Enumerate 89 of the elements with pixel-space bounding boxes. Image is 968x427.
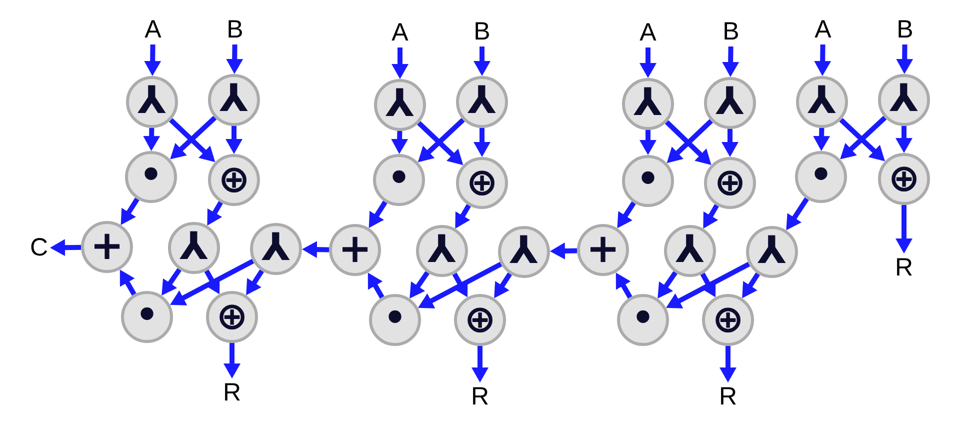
arrow [408, 271, 430, 300]
arrow [700, 272, 718, 298]
xor-node: ⊕ [456, 157, 508, 209]
arrow [160, 268, 182, 297]
and-node: • [617, 294, 669, 346]
and-node: • [622, 155, 674, 207]
arrow [205, 201, 223, 227]
or-node: + [81, 221, 133, 273]
arrow [452, 272, 470, 298]
arrow [640, 48, 656, 78]
fork-node: ⅄ [664, 225, 716, 277]
arrow [118, 268, 136, 296]
fork-node: ⅄ [208, 74, 260, 126]
arrow [656, 271, 678, 300]
arrow [896, 126, 912, 153]
arrow [224, 343, 240, 378]
input-label: A [144, 18, 162, 42]
arrow [784, 197, 809, 232]
arrow [740, 272, 760, 300]
fork-node: ⅄ [168, 222, 220, 274]
arrow [226, 44, 244, 74]
input-label: B [722, 20, 740, 44]
xor-node: ⊕ [702, 294, 754, 346]
input-label: A [392, 20, 408, 46]
arrow [366, 271, 384, 299]
arrow [722, 129, 738, 157]
arrow [204, 270, 222, 296]
and-node: • [125, 151, 177, 203]
arrow [615, 201, 636, 230]
fork-node: ⅄ [878, 74, 930, 126]
and-node: • [795, 151, 847, 203]
arrow [391, 130, 408, 154]
xor-node: ⊕ [878, 153, 930, 205]
arrow [814, 44, 832, 76]
arrow [720, 346, 736, 382]
xor-node: ⊕ [704, 157, 756, 209]
arrow [50, 239, 82, 256]
arrow [896, 44, 914, 74]
or-node: + [329, 224, 381, 276]
output-label: R [470, 384, 490, 410]
arrow [366, 200, 388, 230]
arrow [664, 262, 750, 310]
arrow [492, 272, 512, 300]
arrow [453, 204, 471, 230]
input-label: B [896, 18, 914, 42]
arrow [813, 128, 830, 152]
arrow [896, 205, 912, 254]
fork-node: ⅄ [250, 223, 302, 275]
arrow [722, 46, 740, 78]
input-label: A [640, 20, 656, 46]
and-node: • [369, 294, 421, 346]
fork-node: ⅄ [126, 76, 178, 128]
output-label: R [718, 384, 738, 410]
fork-node: ⅄ [498, 226, 550, 278]
arrow [144, 44, 162, 76]
fork-node: ⅄ [416, 225, 468, 277]
fork-node: ⅄ [622, 78, 674, 130]
fork-node: ⅄ [704, 77, 756, 129]
arrow [701, 204, 719, 230]
arrow [168, 258, 254, 308]
arrow [302, 241, 330, 258]
output-label: R [222, 380, 242, 406]
and-node: • [121, 291, 173, 343]
output-label: R [894, 256, 914, 280]
arrow [640, 130, 656, 155]
arrow [474, 46, 490, 76]
fork-node: ⅄ [374, 79, 426, 131]
arrow [550, 242, 578, 260]
xor-node: ⊕ [206, 291, 258, 343]
arrow [472, 346, 488, 382]
arrow [416, 262, 502, 310]
input-label: B [474, 20, 490, 44]
xor-node: ⊕ [454, 294, 506, 346]
fork-node: ⅄ [796, 76, 848, 128]
arrow [244, 269, 264, 297]
and-node: • [373, 154, 425, 206]
arrow [614, 271, 632, 299]
arrow [392, 48, 408, 79]
fork-node: ⅄ [456, 76, 508, 128]
arrow [226, 126, 242, 154]
arrow [143, 128, 160, 152]
arrow [118, 198, 140, 226]
fork-node: ⅄ [746, 226, 798, 278]
input-label: B [226, 18, 244, 42]
arrow [474, 128, 490, 157]
xor-node: ⊕ [208, 154, 260, 206]
output-label: C [30, 236, 48, 260]
or-node: + [577, 224, 629, 276]
input-label: A [814, 18, 832, 42]
